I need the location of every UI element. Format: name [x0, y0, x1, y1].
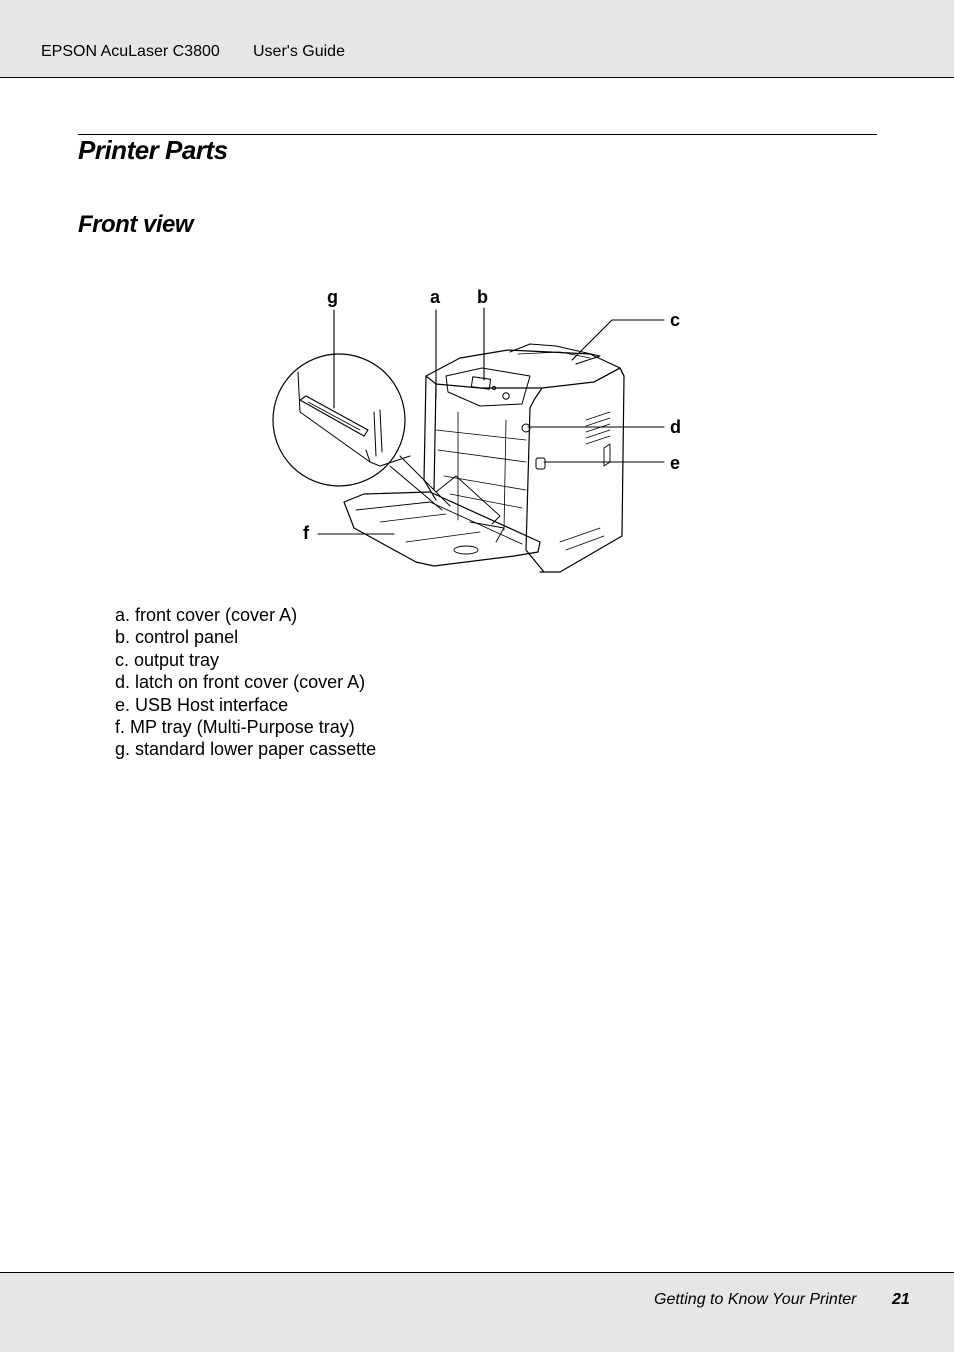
header-product-name: EPSON AcuLaser C3800 — [41, 43, 220, 60]
printer-body — [423, 343, 625, 573]
callout-d: d — [670, 417, 681, 437]
page-footer: Getting to Know Your Printer 21 — [0, 1272, 954, 1352]
callout-a: a — [430, 287, 441, 307]
callout-f: f — [303, 523, 310, 543]
printer-illustration: g a b c d e f — [272, 287, 681, 573]
parts-list: a. front cover (cover A) b. control pane… — [115, 604, 376, 761]
mp-tray — [343, 475, 541, 567]
printer-front-view-figure: g a b c d e f — [260, 280, 700, 580]
title-rule — [78, 134, 877, 135]
list-item: d. latch on front cover (cover A) — [115, 672, 366, 693]
page-header: EPSON AcuLaser C3800 User's Guide — [0, 0, 954, 78]
cassette-detail-inset — [272, 353, 451, 511]
callout-g: g — [327, 287, 338, 307]
list-item: b. control panel — [115, 627, 239, 648]
callout-c: c — [670, 310, 680, 330]
list-item: c. output tray — [115, 649, 220, 670]
footer-chapter-title: Getting to Know Your Printer — [654, 1291, 857, 1308]
callout-labels: g a b c d e f — [303, 287, 681, 543]
callout-b: b — [477, 287, 488, 307]
header-guide-name: User's Guide — [253, 43, 345, 60]
callout-leaders — [317, 307, 665, 535]
list-item: g. standard lower paper cassette — [115, 739, 377, 760]
section-title: Printer Parts — [78, 135, 228, 165]
callout-e: e — [670, 453, 680, 473]
list-item: e. USB Host interface — [115, 694, 289, 715]
list-item: f. MP tray (Multi-Purpose tray) — [115, 717, 355, 738]
section-subtitle: Front view — [78, 211, 194, 238]
footer-page-number: 21 — [892, 1291, 910, 1308]
list-item: a. front cover (cover A) — [115, 605, 298, 625]
